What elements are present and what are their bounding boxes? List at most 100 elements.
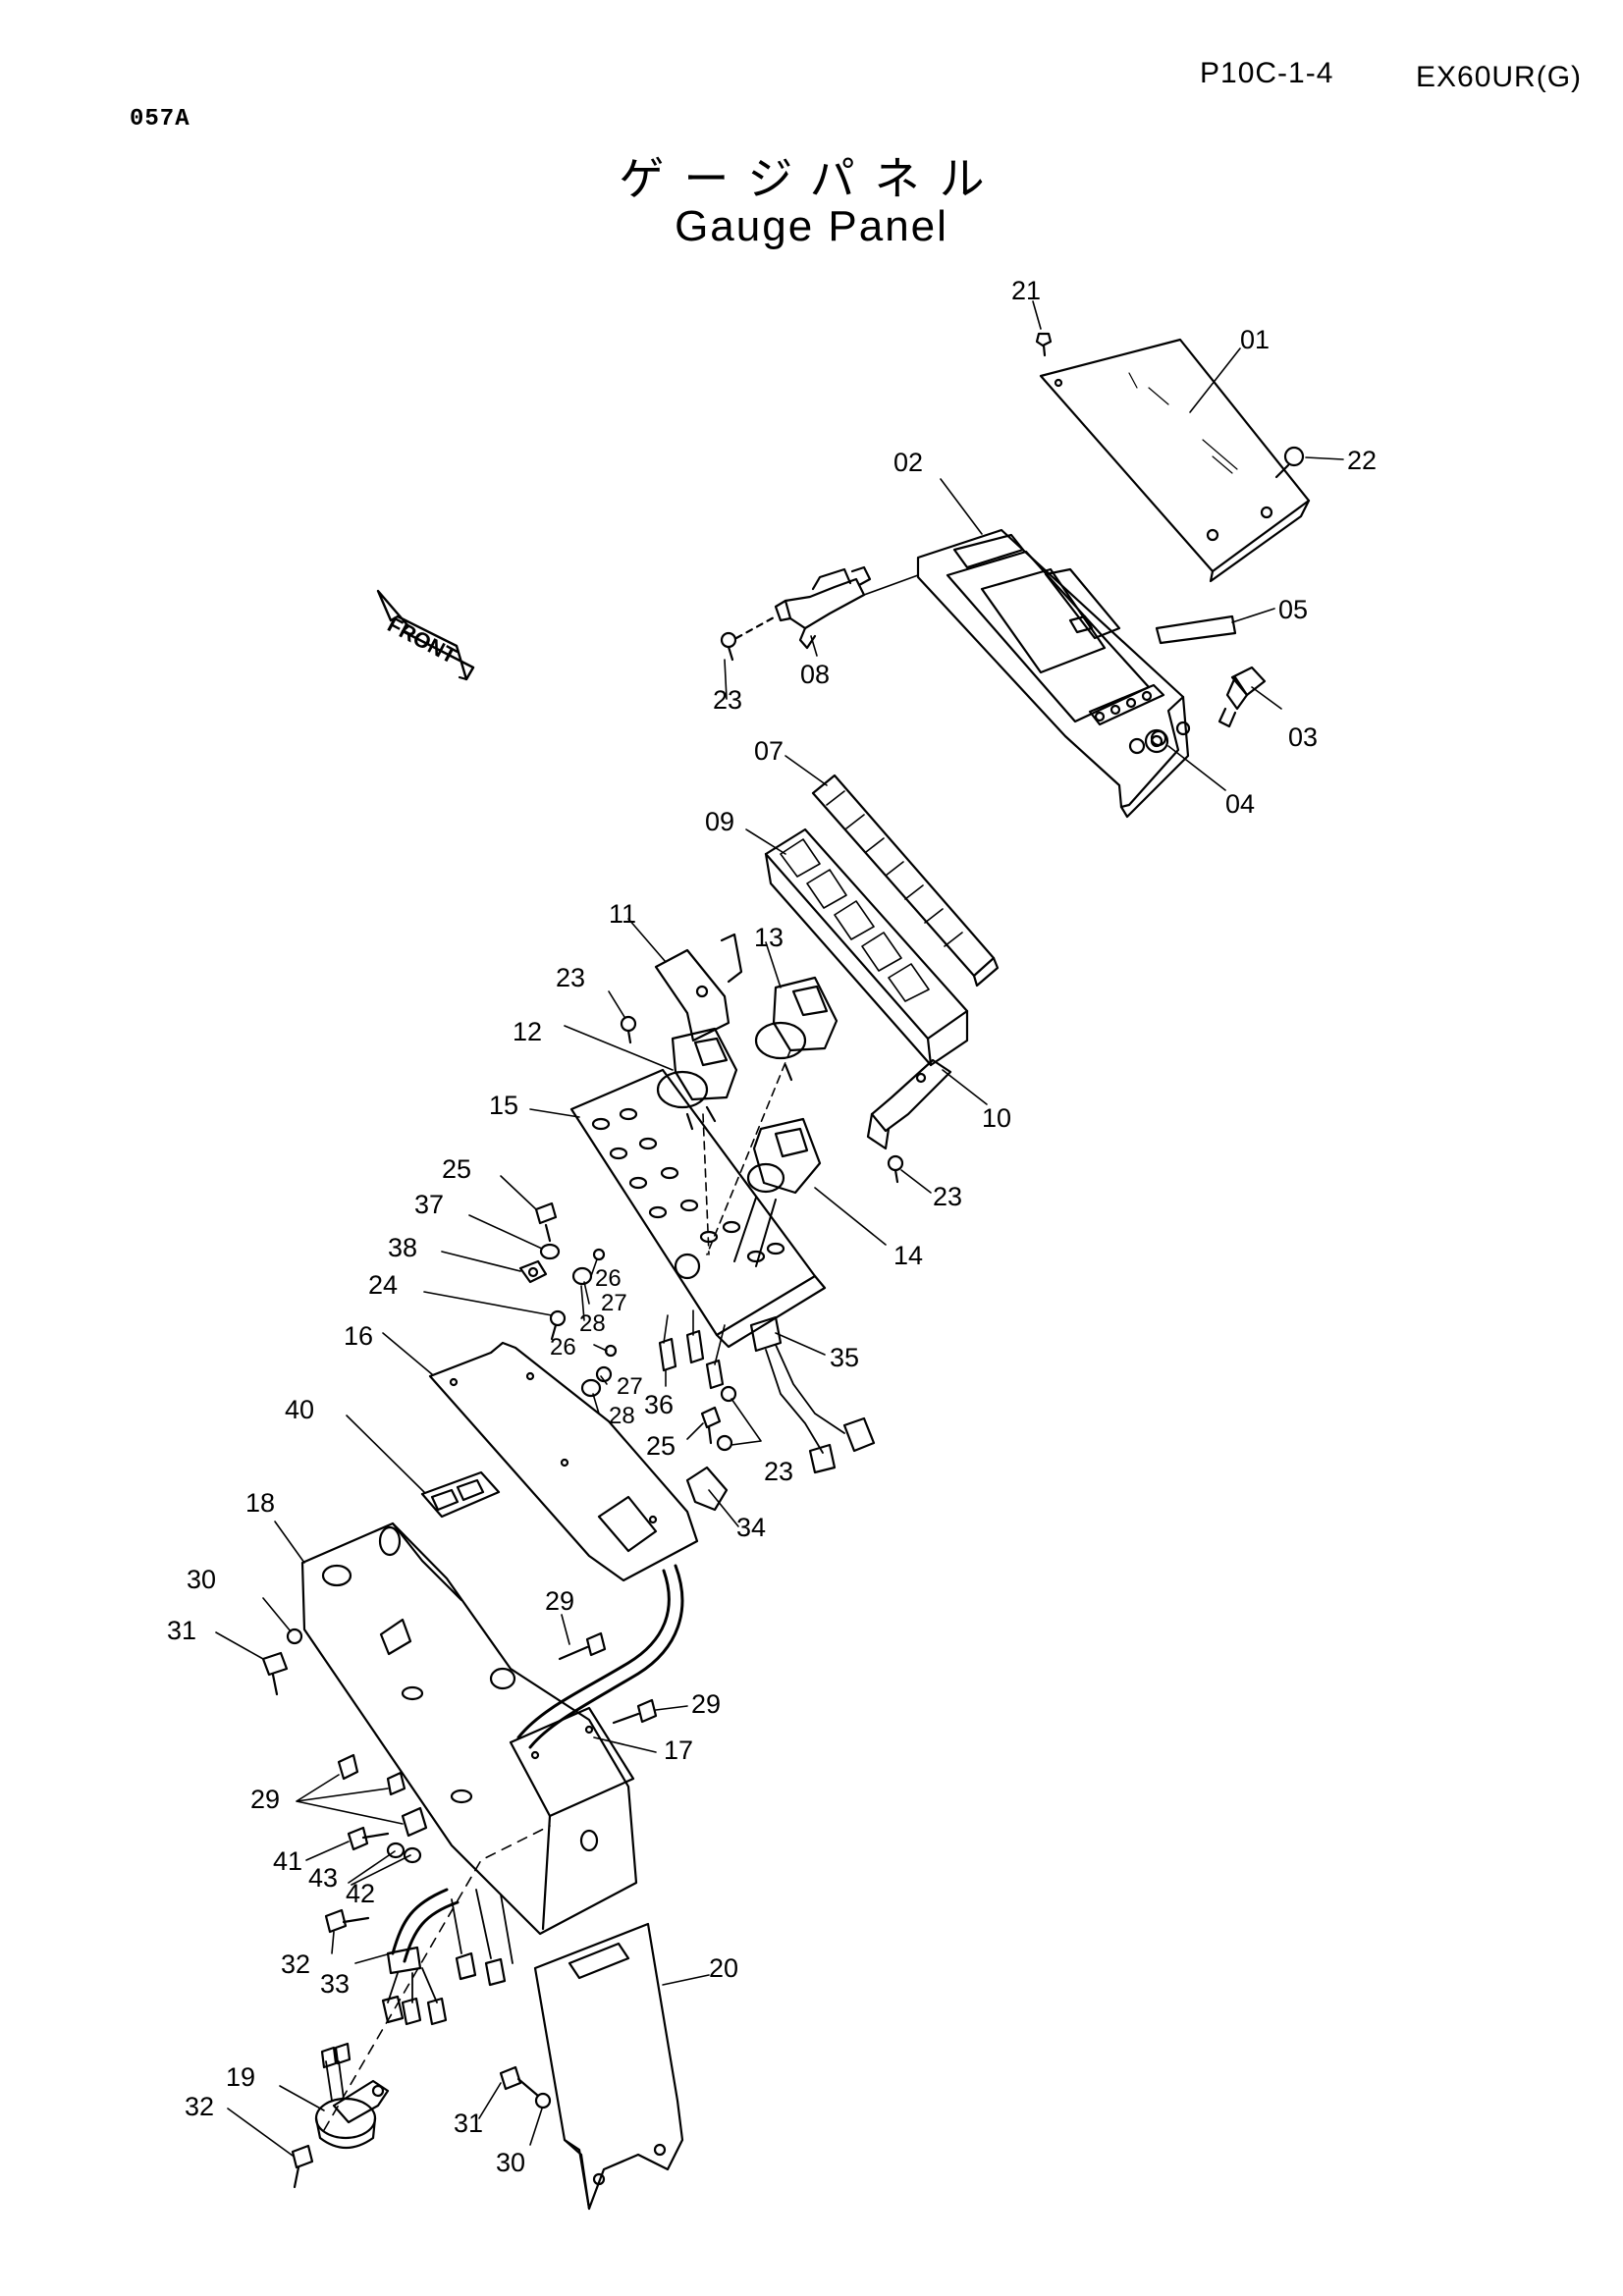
- title-english: Gauge Panel: [675, 202, 948, 250]
- callout-31-lower: 31: [454, 2109, 483, 2138]
- callout-13: 13: [754, 923, 784, 952]
- callout-03: 03: [1288, 722, 1318, 752]
- callout-21: 21: [1011, 276, 1041, 305]
- part-housing-09: [764, 828, 969, 1067]
- callout-17: 17: [664, 1735, 693, 1765]
- part-switch-40: [420, 1470, 501, 1519]
- callout-40: 40: [285, 1395, 314, 1424]
- part-plate-16: [428, 1341, 699, 1582]
- callout-33: 33: [320, 1969, 350, 1999]
- part-bolt-32-upper: [324, 1908, 370, 1934]
- callout-22: 22: [1347, 446, 1377, 475]
- page-code: P10C-1-4: [1200, 57, 1334, 89]
- part-bolt-29-mid: [558, 1631, 607, 1661]
- part-bolt-32-lower: [291, 2144, 314, 2189]
- callout-23-top: 23: [713, 685, 742, 715]
- part-buzzer-19: [314, 2042, 390, 2150]
- part-screw-22: [1274, 446, 1305, 479]
- callout-24: 24: [368, 1270, 398, 1300]
- callout-43: 43: [308, 1863, 338, 1893]
- callout-28-upper: 28: [579, 1310, 606, 1337]
- callout-32-upper: 32: [281, 1949, 310, 1979]
- callout-27-lower: 27: [617, 1373, 643, 1400]
- part-terminals-36: [658, 1309, 726, 1390]
- part-washers-42-43: [386, 1842, 422, 1864]
- callout-36: 36: [644, 1390, 674, 1419]
- callout-27-upper: 27: [601, 1290, 627, 1316]
- callout-16: 16: [344, 1321, 373, 1351]
- callout-30-upper: 30: [187, 1565, 216, 1594]
- callout-37: 37: [414, 1190, 444, 1219]
- callout-35: 35: [830, 1343, 859, 1372]
- part-washer-30-upper: [286, 1628, 303, 1645]
- part-bracket-11: [654, 933, 743, 1042]
- part-console-box-18: [300, 1522, 638, 1936]
- callout-18: 18: [245, 1488, 275, 1518]
- part-switch-03: [1217, 666, 1267, 728]
- part-label-05: [1155, 614, 1237, 645]
- callout-42: 42: [346, 1879, 375, 1908]
- callout-12: 12: [513, 1017, 542, 1046]
- part-cover-plate-20: [533, 1922, 684, 2211]
- part-screw-23-left: [620, 1015, 637, 1044]
- part-cover: [1039, 338, 1311, 583]
- part-screw-25-lower: [700, 1406, 722, 1445]
- part-screw-23-lower: [716, 1385, 737, 1452]
- part-screw-23-right: [887, 1154, 904, 1184]
- front-arrow-label: FRONT: [384, 612, 461, 668]
- part-gauge-12: [656, 1027, 738, 1131]
- part-screw-25-upper: [534, 1201, 558, 1243]
- title-japanese: ゲージパネル: [619, 152, 1004, 205]
- callout-23-lower: 23: [764, 1457, 793, 1486]
- callout-32-lower: 32: [185, 2092, 214, 2121]
- callout-10: 10: [982, 1103, 1011, 1133]
- part-harness-35: [749, 1315, 876, 1474]
- callout-05: 05: [1278, 595, 1308, 624]
- callout-41: 41: [273, 1846, 302, 1876]
- callout-28-lower: 28: [609, 1403, 635, 1429]
- part-bolt-31-lower: [499, 2065, 540, 2098]
- callout-01: 01: [1240, 325, 1270, 354]
- part-screw-21: [1035, 332, 1053, 357]
- callout-25-upper: 25: [442, 1154, 471, 1184]
- callout-29-left: 29: [250, 1785, 280, 1814]
- part-bolt-29-right: [612, 1698, 658, 1725]
- callout-09: 09: [705, 807, 734, 836]
- part-bolt-41: [347, 1826, 390, 1851]
- part-knob-04: [1144, 728, 1169, 754]
- callout-07: 07: [754, 736, 784, 766]
- callout-25-lower: 25: [646, 1431, 676, 1461]
- callout-08: 08: [800, 660, 830, 689]
- front-arrow: FRONT: [376, 589, 475, 681]
- part-nut-38: [518, 1259, 548, 1284]
- model-code: EX60UR(G): [1416, 61, 1583, 93]
- callout-04: 04: [1225, 789, 1255, 819]
- callout-26-lower: 26: [550, 1334, 576, 1361]
- part-screw-24: [549, 1309, 567, 1341]
- part-gauge-panel-frame: [916, 528, 1191, 819]
- part-bolts-29-left: [337, 1753, 428, 1838]
- part-gauge-13: [754, 976, 839, 1082]
- part-washer-30-lower: [534, 2092, 552, 2109]
- callout-34: 34: [736, 1513, 766, 1542]
- callout-23-right: 23: [933, 1182, 962, 1211]
- sheet-id: 057A: [130, 106, 190, 133]
- part-bracket-08: [774, 565, 872, 650]
- callout-15: 15: [489, 1091, 518, 1120]
- part-clamp-34: [685, 1466, 729, 1512]
- part-bracket-10: [866, 1058, 952, 1150]
- part-washer-37: [539, 1243, 561, 1260]
- part-connector-07: [811, 774, 1000, 988]
- callout-19: 19: [226, 2062, 255, 2092]
- callout-23-left: 23: [556, 963, 585, 992]
- callout-31-upper: 31: [167, 1616, 196, 1645]
- callout-20: 20: [709, 1953, 738, 1983]
- callout-30-lower: 30: [496, 2148, 525, 2177]
- callout-11: 11: [609, 899, 636, 929]
- callout-29-right: 29: [691, 1689, 721, 1719]
- part-meter-14: [733, 1117, 822, 1267]
- part-screw-23-top: [720, 614, 778, 662]
- callout-26-upper: 26: [595, 1265, 622, 1292]
